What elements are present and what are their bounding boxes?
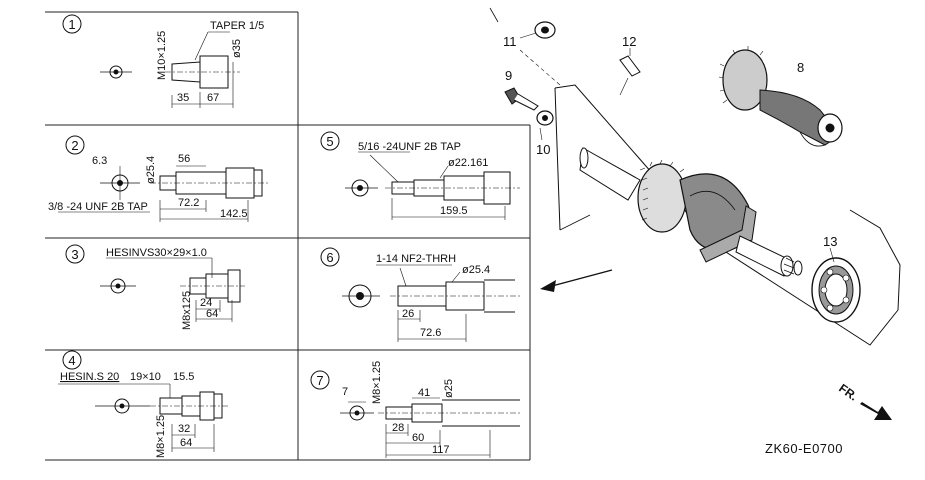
part-number: 8 (797, 60, 804, 75)
dim-label: M8x125 (181, 291, 193, 330)
dim-label: M8×1.25 (155, 415, 167, 458)
dim-label: HESINVS30×29×1.0 (106, 247, 207, 259)
panel-3: 3 HESINVS30×29×1.0 M8x125 24 64 (65, 244, 245, 330)
dim-label: 35 (177, 92, 189, 104)
panel-6: 6 1-14 NF2-THRH ø25.4 26 72.6 (320, 247, 520, 342)
part-number: 10 (536, 142, 550, 157)
dim-label: 56 (178, 153, 190, 165)
dim-label: 3/8 -24 UNF 2B TAP (48, 201, 148, 213)
dim-label: ø25.4 (145, 156, 157, 184)
panel-frame (45, 11, 531, 461)
dim-label: ø25.4 (462, 264, 490, 276)
panel-number: 1 (68, 17, 75, 32)
dim-label: M10×1.25 (156, 31, 168, 80)
direction-arrow (540, 269, 613, 292)
part-labels: 11 12 9 10 8 13 (503, 34, 837, 249)
dim-label: 67 (207, 92, 219, 104)
dim-label: M8×1.25 (371, 361, 383, 404)
dim-label: ø35 (231, 39, 243, 58)
dim-label: 117 (432, 444, 450, 456)
front-label: FR. (836, 381, 860, 404)
dim-label: TAPER 1/5 (210, 20, 264, 32)
balancer-shaft (718, 46, 843, 147)
dim-label: 41 (418, 387, 430, 399)
panel-5: 5 5/16 -24UNF 2B TAP ø22.161 159.5 (320, 131, 520, 220)
dim-label: 26 (402, 308, 414, 320)
dim-label: 15.5 (173, 371, 194, 383)
part-number: 12 (622, 34, 636, 49)
dim-label: 7 (342, 386, 348, 398)
dim-label: 72.2 (178, 197, 199, 209)
part-number: 13 (823, 234, 837, 249)
dim-label: 32 (178, 423, 190, 435)
front-direction-indicator: FR. (836, 381, 892, 420)
dim-label: 24 (200, 297, 212, 309)
dim-label: 1-14 NF2-THRH (376, 253, 456, 265)
dim-label: 6.3 (92, 155, 107, 167)
bearing (811, 257, 861, 323)
dim-label: 5/16 -24UNF 2B TAP (358, 141, 461, 153)
panel-number: 7 (316, 373, 323, 388)
dim-label: 159.5 (440, 205, 468, 217)
part-number: 11 (503, 34, 517, 49)
dim-label: ø25 (443, 379, 455, 398)
exploded-view (489, 7, 901, 346)
panel-2: 2 ø25.4 6.3 56 3/8 -24 UNF 2B TAP 72.2 1… (48, 135, 268, 222)
panel-7: 7 7 M8×1.25 ø25 41 28 60 117 (310, 361, 520, 458)
dim-label: 142.5 (220, 208, 248, 220)
dim-label: 64 (180, 437, 192, 449)
dim-label: 60 (412, 432, 424, 444)
panel-number: 2 (71, 138, 78, 153)
crankshaft (579, 147, 803, 277)
dim-label: HESIN.S 20 (60, 371, 119, 383)
dim-label: ø22.161 (448, 157, 488, 169)
dim-label: 72.6 (420, 327, 441, 339)
dim-label: 28 (392, 422, 404, 434)
dim-label: 64 (206, 308, 218, 320)
panel-4: 4 HESIN.S 20 19×10 15.5 M8×1.25 32 64 (58, 350, 228, 458)
panel-number: 4 (68, 353, 75, 368)
panel-number: 5 (326, 134, 333, 149)
panel-number: 6 (326, 250, 333, 265)
panel-1: 1 M10×1.25 TAPER 1/5 ø35 35 67 (62, 14, 264, 108)
part-number: 9 (505, 68, 512, 83)
dim-label: 19×10 (130, 371, 161, 383)
diagram-code: ZK60-E0700 (765, 441, 843, 456)
panel-number: 3 (71, 247, 78, 262)
